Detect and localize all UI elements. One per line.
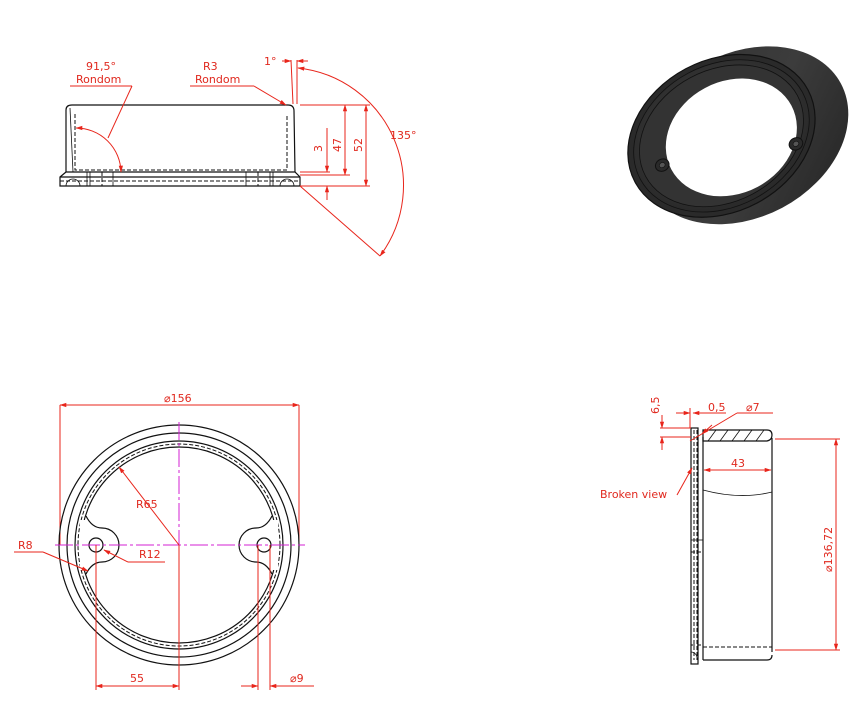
flange-height-label: 3 bbox=[312, 145, 325, 152]
broken-view-line bbox=[702, 489, 773, 496]
hole-offset-label: 55 bbox=[130, 672, 144, 685]
front-view-body-outline bbox=[65, 104, 296, 173]
section-view: 6,5 0,5 ⌀7 43 ⌀136,72 Broken view bbox=[600, 397, 840, 665]
front-view-flange bbox=[59, 171, 301, 187]
broken-view-label: Broken view bbox=[600, 488, 667, 501]
flange-thickness-label: 6,5 bbox=[649, 397, 662, 415]
angle-note: Rondom bbox=[76, 73, 121, 86]
chamfer-angle-label: 135° bbox=[390, 129, 417, 142]
gap-label: 0,5 bbox=[708, 401, 726, 414]
fillet-radius-label: R8 bbox=[18, 539, 33, 552]
outer-diameter-label: ⌀156 bbox=[164, 392, 192, 405]
boss-radius-label: R12 bbox=[139, 548, 161, 561]
draft-label: 1° bbox=[264, 55, 277, 68]
radius-note: Rondom bbox=[195, 73, 240, 86]
total-height-label: 52 bbox=[352, 138, 365, 152]
inner-height-label: 47 bbox=[331, 138, 344, 152]
section-hatched-wall bbox=[702, 429, 773, 442]
front-view: 91,5° Rondom R3 Rondom 1° 135° 3 47 52 bbox=[59, 55, 417, 257]
hole-diameter-label: ⌀9 bbox=[290, 672, 304, 685]
isometric-view bbox=[627, 46, 849, 225]
angle-label: 91,5° bbox=[86, 60, 116, 73]
radius-label: R3 bbox=[203, 60, 218, 73]
depth-label: 43 bbox=[731, 457, 745, 470]
section-flange bbox=[690, 427, 699, 665]
bore-diameter-label: ⌀136,72 bbox=[822, 527, 835, 572]
rim-diameter-label: ⌀7 bbox=[746, 401, 760, 414]
chamfer-angle-arc bbox=[297, 66, 404, 257]
ring-opening bbox=[665, 78, 797, 197]
angle-arc bbox=[75, 125, 123, 173]
front-view-wall-edge bbox=[69, 107, 74, 173]
front-view-hidden-inner bbox=[74, 114, 288, 171]
inner-radius-label: R65 bbox=[136, 498, 158, 511]
top-view: ⌀156 R65 R12 R8 55 bbox=[14, 392, 314, 690]
